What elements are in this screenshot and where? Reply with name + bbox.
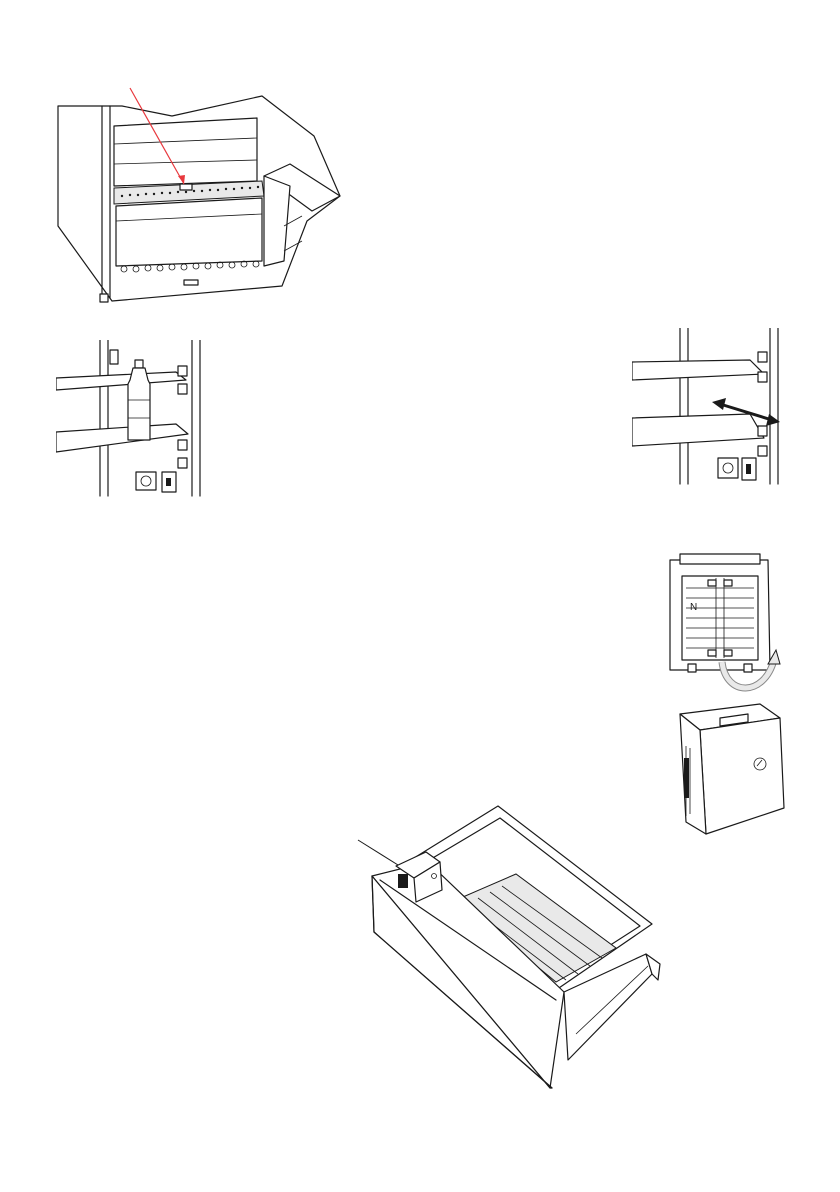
fridge-interior-figure xyxy=(52,86,342,311)
bottle-icon xyxy=(128,360,150,440)
crisper-drawer-figure xyxy=(356,804,666,1090)
shelf-bottle-illustration xyxy=(56,340,206,498)
filter-cover-closed-illustration xyxy=(660,696,790,838)
filter-grid-label: N xyxy=(690,602,697,613)
crisper-drawer-illustration xyxy=(356,804,666,1090)
shelf-adjust-figure xyxy=(632,328,784,486)
humidity-filter-closed-figure xyxy=(660,696,790,838)
fridge-compartment-illustration xyxy=(52,86,342,311)
shelf-with-bottle-figure xyxy=(56,340,206,498)
shelf-slide-arrow-illustration xyxy=(632,328,784,486)
humidity-filter-open-figure: N xyxy=(664,552,792,700)
filter-cover-open-illustration: N xyxy=(664,552,792,700)
